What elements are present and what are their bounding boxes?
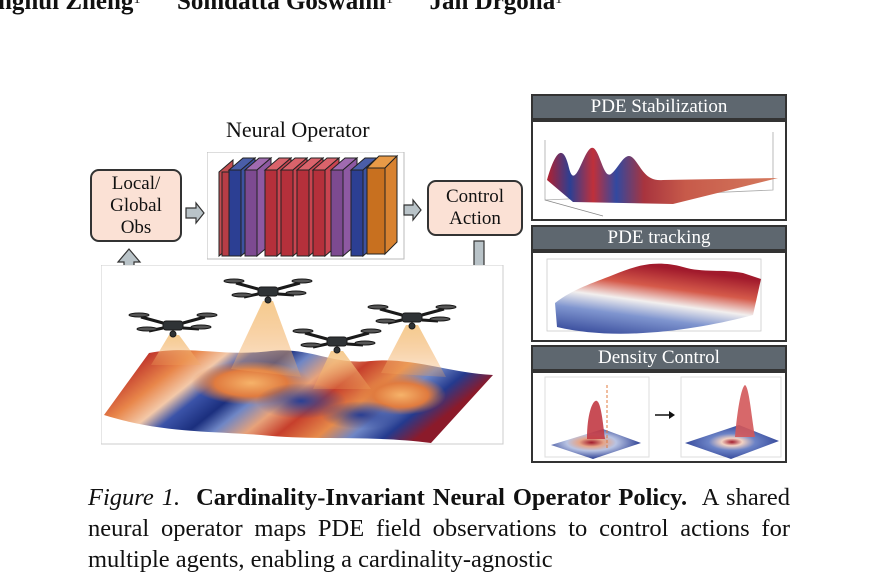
control-action-node: Control Action	[427, 180, 523, 236]
neural-operator-stack	[207, 152, 405, 260]
author-name: Somdatta Goswami	[176, 0, 386, 15]
density-plots	[544, 376, 782, 459]
operator-layers	[218, 154, 399, 258]
affiliation-mark: 1	[133, 0, 140, 7]
obs-line-3: Obs	[120, 217, 152, 238]
drones	[128, 278, 457, 354]
author-1: Hong­hui Zheng1	[0, 0, 147, 15]
author-3: Jan Drgona1	[429, 0, 562, 15]
author-name: Hong­hui Zheng	[0, 0, 134, 15]
flow-arrows	[116, 198, 492, 298]
panel-tracking	[531, 251, 787, 342]
obs-line-2: Global	[110, 195, 162, 216]
panel-stabilization	[531, 120, 787, 221]
sensor-cones	[151, 301, 446, 389]
arrow-operator-to-action	[403, 198, 422, 222]
panel-title-tracking: PDE tracking	[531, 225, 787, 251]
neural-operator-label: Neural Operator	[226, 117, 370, 142]
panel-density	[531, 371, 787, 463]
action-line-1: Control	[445, 186, 505, 207]
obs-line-1: Local/	[111, 173, 161, 194]
affiliation-mark: 1	[386, 0, 393, 7]
density-arrow	[655, 411, 675, 419]
action-line-2: Action	[449, 208, 501, 229]
density-before	[544, 376, 650, 459]
panel-title-stabilization: PDE Stabilization	[531, 94, 787, 120]
figure-number: Figure 1.	[88, 484, 181, 511]
author-name: Jan Drgona	[429, 0, 556, 15]
drone-1	[128, 312, 218, 338]
caption-title: Cardinality-Invariant Neural Operator Po…	[196, 484, 688, 511]
figure-caption: Figure 1. Cardinality-Invariant Neural O…	[88, 482, 790, 575]
author-line: Hong­hui Zheng1 Somdatta Goswami1 Jan Dr…	[0, 0, 562, 16]
figure: Neural Operator	[90, 94, 787, 463]
stabilization-surface-plot	[544, 132, 778, 217]
author-2: Somdatta Goswami1	[177, 0, 399, 15]
drone-3	[292, 328, 382, 354]
drone-2	[223, 278, 313, 304]
panel-title-density: Density Control	[531, 345, 787, 371]
drone-field-scene	[101, 265, 504, 445]
obs-node: Local/ Global Obs	[90, 169, 182, 242]
density-after	[680, 376, 782, 459]
affiliation-mark: 1	[555, 0, 562, 7]
drone-4	[367, 304, 457, 330]
tracking-surface-plot	[546, 258, 762, 334]
arrow-obs-to-operator	[185, 201, 205, 225]
